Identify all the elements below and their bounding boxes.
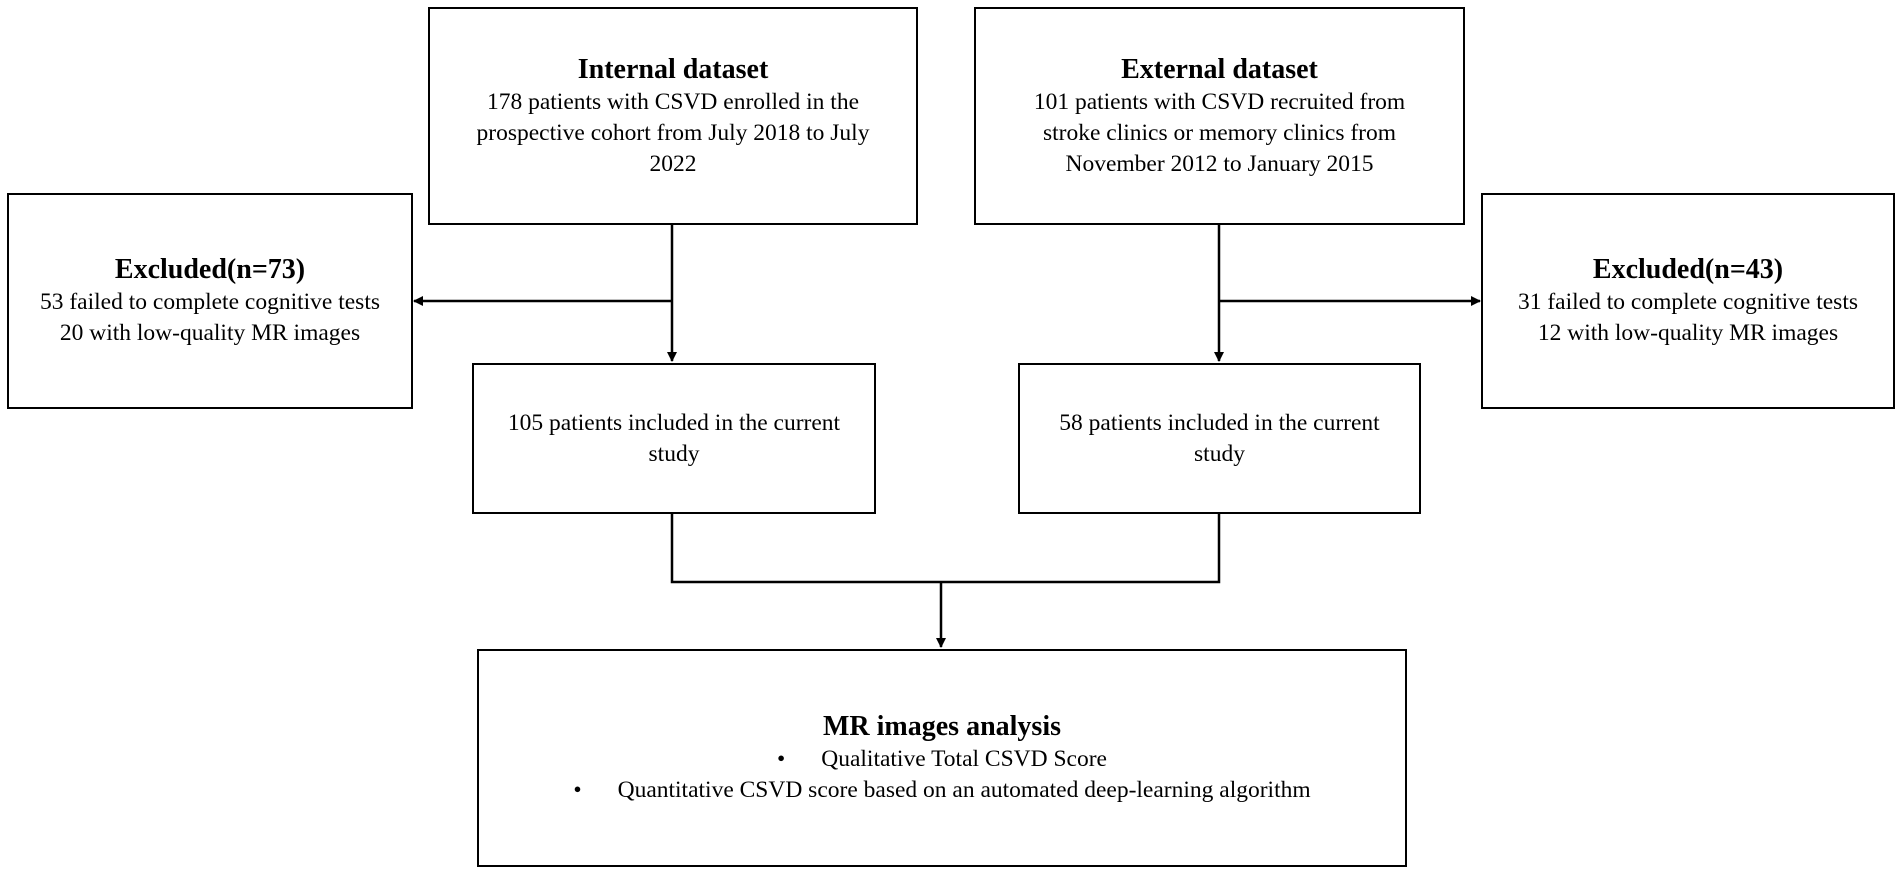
external-dataset-line: stroke clinics or memory clinics from <box>1042 119 1397 146</box>
external-dataset-description: 101 patients with CSVD recruited from st… <box>1034 87 1405 180</box>
external-dataset-line: 101 patients with CSVD recruited from <box>1033 88 1406 115</box>
analysis-bullet-text: Quantitative CSVD score based on an auto… <box>617 777 1311 803</box>
included-internal-line: 105 patients included in the current <box>507 409 841 436</box>
internal-dataset-title: Internal dataset <box>577 53 769 85</box>
excluded-external-reasons: 31 failed to complete cognitive tests 12… <box>1518 287 1858 349</box>
excluded-external-box: Excluded(n=43) 31 failed to complete cog… <box>1481 193 1895 409</box>
excluded-internal-box: Excluded(n=73) 53 failed to complete cog… <box>7 193 413 409</box>
excluded-external-line: 31 failed to complete cognitive tests <box>1517 289 1858 315</box>
excluded-internal-title: Excluded(n=73) <box>114 254 306 285</box>
analysis-title: MR images analysis <box>823 711 1061 742</box>
internal-dataset-line: 178 patients with CSVD enrolled in the <box>486 88 860 115</box>
analysis-box: MR images analysis • Qualitative Total CS… <box>477 649 1407 867</box>
included-internal-text: 105 patients included in the current stu… <box>508 408 840 470</box>
excluded-internal-line: 20 with low-quality MR images <box>59 320 361 346</box>
external-dataset-title: External dataset <box>1121 53 1318 85</box>
bullet-icon: • <box>573 777 582 803</box>
included-internal-line: study <box>648 440 700 467</box>
analysis-bullet-item: • Qualitative Total CSVD Score <box>573 744 1310 775</box>
included-external-text: 58 patients included in the current stud… <box>1059 408 1379 470</box>
internal-dataset-box: Internal dataset 178 patients with CSVD … <box>428 7 918 225</box>
included-external-line: 58 patients included in the current <box>1059 409 1380 436</box>
excluded-external-title: Excluded(n=43) <box>1592 254 1784 285</box>
internal-dataset-description: 178 patients with CSVD enrolled in the p… <box>477 87 870 180</box>
analysis-bullet-text: Qualitative Total CSVD Score <box>821 746 1107 772</box>
analysis-bullet-list: • Qualitative Total CSVD Score • Quantitat… <box>573 744 1310 806</box>
internal-dataset-line: 2022 <box>649 150 697 177</box>
included-external-line: study <box>1194 440 1245 467</box>
excluded-internal-reasons: 53 failed to complete cognitive tests 20… <box>40 287 380 349</box>
excluded-internal-line: 53 failed to complete cognitive tests <box>39 289 380 315</box>
external-dataset-line: November 2012 to January 2015 <box>1065 150 1374 177</box>
merge-connector <box>670 513 1221 584</box>
internal-dataset-line: prospective cohort from July 2018 to Jul… <box>476 119 870 146</box>
excluded-external-line: 12 with low-quality MR images <box>1537 320 1839 346</box>
included-external-box: 58 patients included in the current stud… <box>1018 363 1421 514</box>
external-dataset-box: External dataset 101 patients with CSVD … <box>974 7 1465 225</box>
analysis-bullet-item: • Quantitative CSVD score based on an aut… <box>573 775 1310 806</box>
bullet-icon: • <box>777 746 786 772</box>
included-internal-box: 105 patients included in the current stu… <box>472 363 876 514</box>
